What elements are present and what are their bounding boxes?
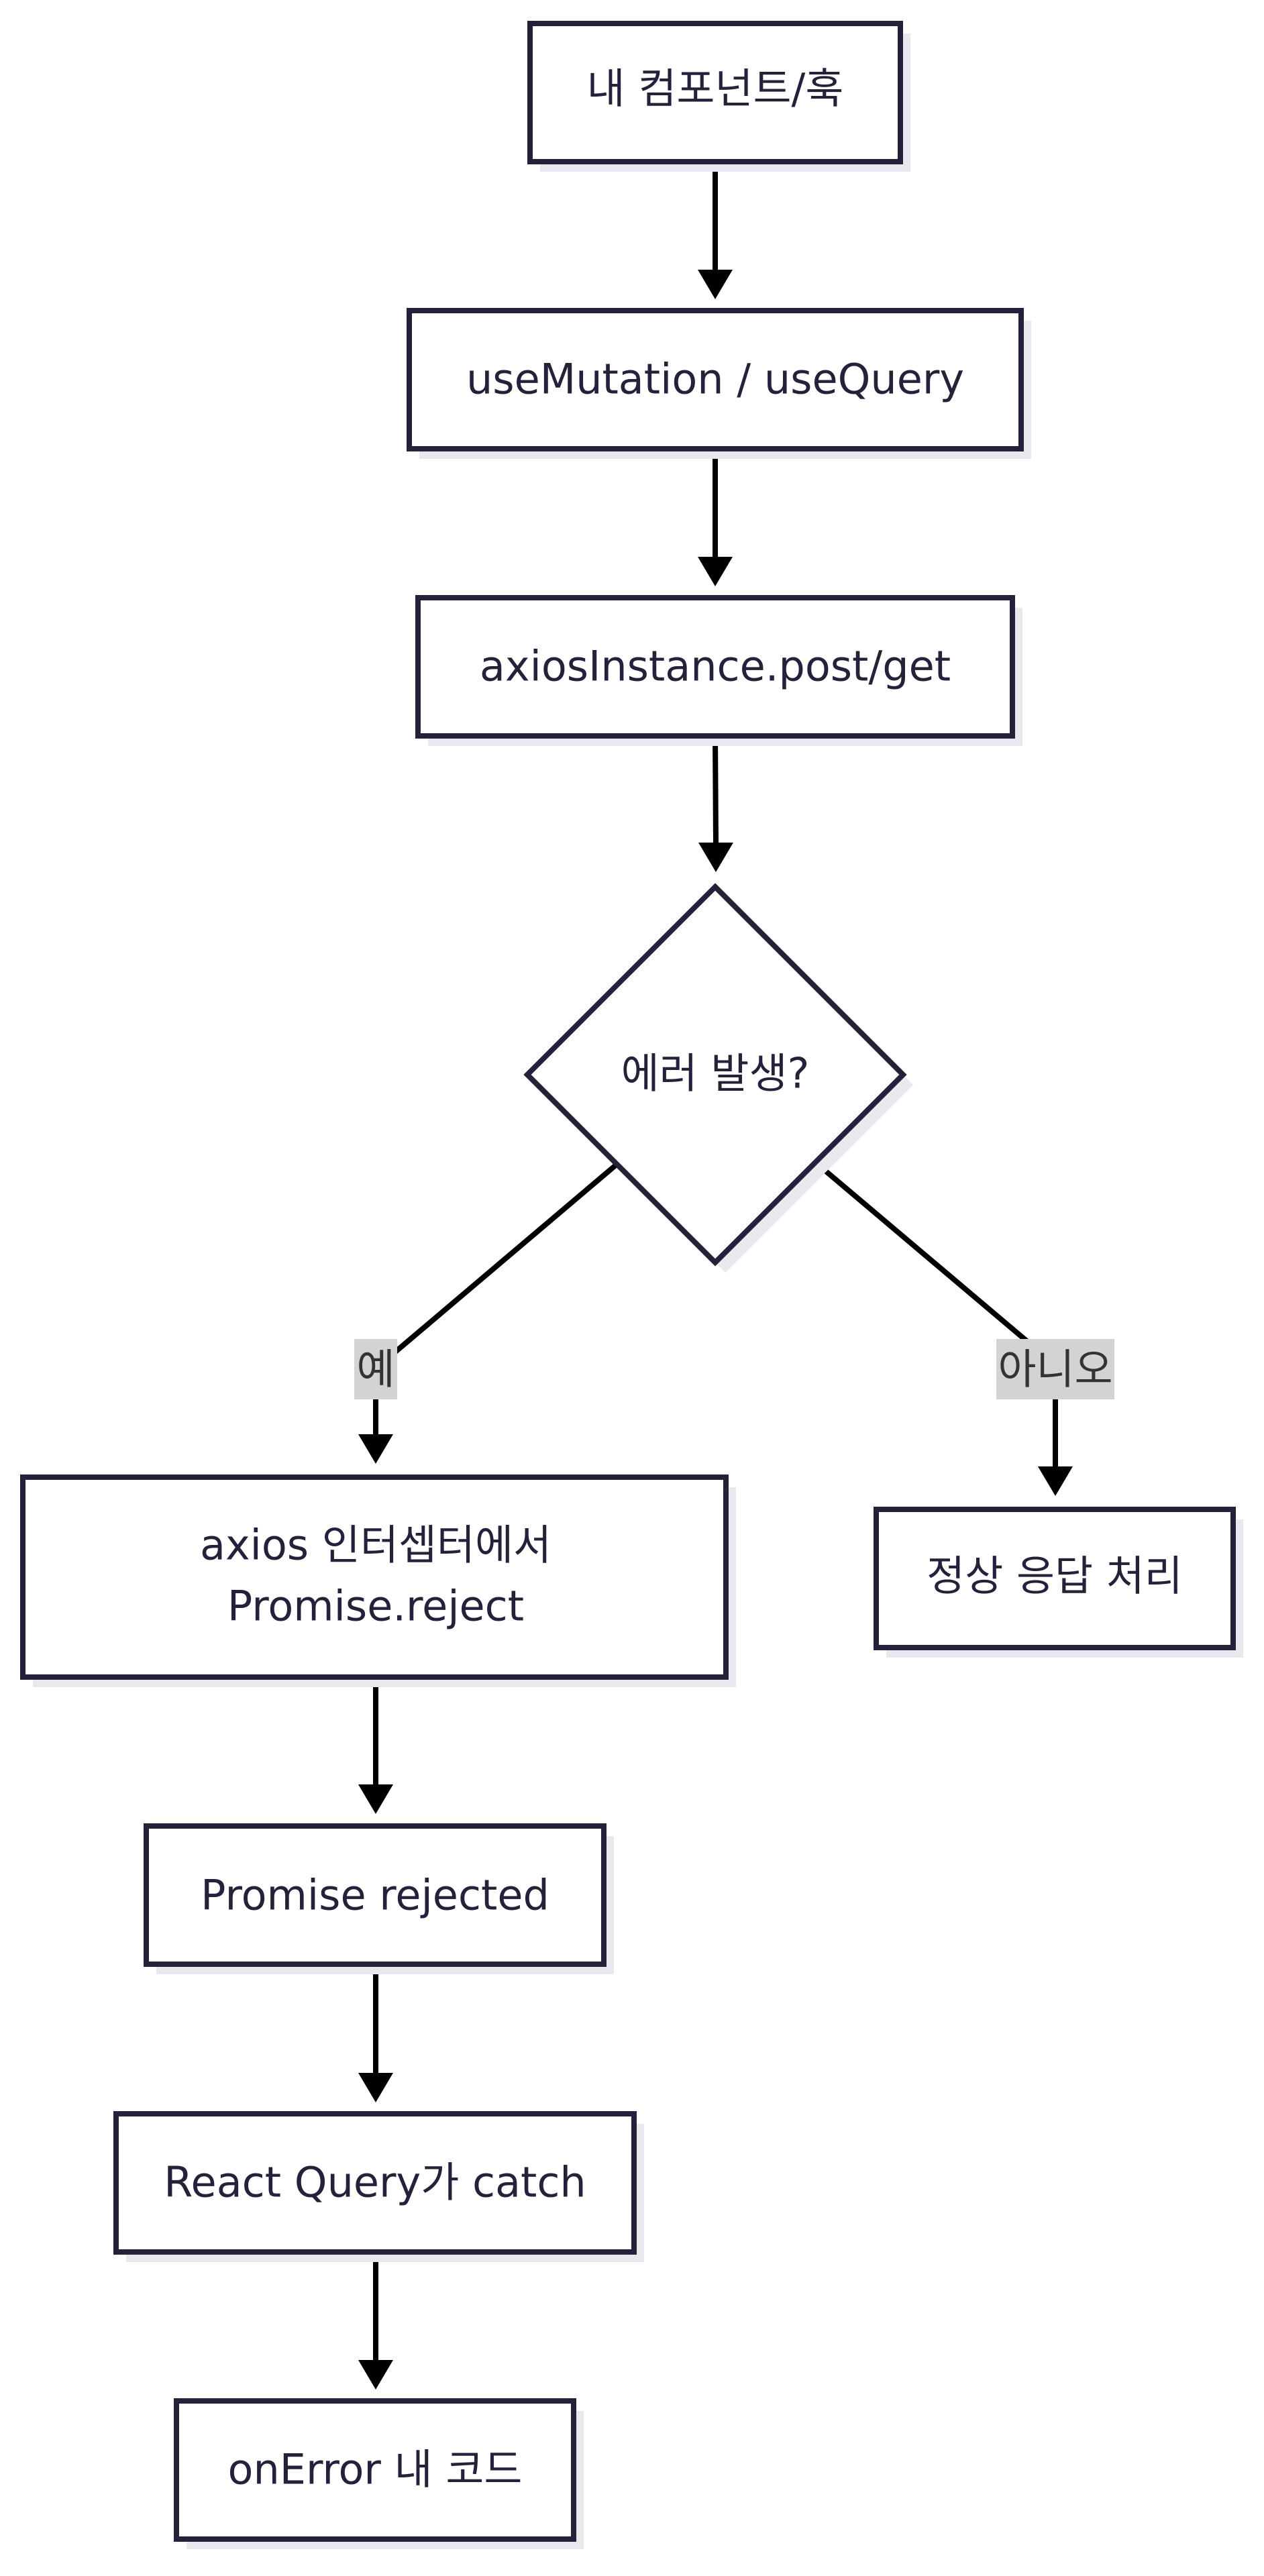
node-error-check-label: 에러 발생?: [621, 1049, 810, 1098]
arrowhead-usequery: [698, 270, 733, 299]
node-interceptor-reject-box: [20, 1474, 729, 1680]
edge-label-no-bg: [996, 1339, 1114, 1399]
edge-label-yes-bg: [354, 1339, 397, 1399]
edge-label-no-text: 아니오: [998, 1345, 1112, 1394]
node-react-query-catch-label: React Query가 catch: [164, 2158, 586, 2207]
node-normal-response-label: 정상 응답 처리: [927, 1552, 1183, 1601]
node-interceptor-reject-line1: axios 인터셉터에서: [200, 1521, 551, 1570]
node-normal-response-box: [874, 1507, 1236, 1650]
node-on-error-label: onError 내 코드: [228, 2445, 523, 2494]
node-use-query-box: [407, 308, 1024, 451]
edge-label-yes: 예: [354, 1339, 397, 1399]
node-axios-call: axiosInstance.post/get: [415, 595, 1022, 746]
node-promise-rejected-box: [144, 1823, 607, 1967]
node-interceptor-reject: axios 인터셉터에서 Promise.reject: [20, 1474, 736, 1687]
node-error-check: 에러 발생?: [523, 883, 913, 1273]
edges: [358, 161, 1073, 2390]
node-normal-response: 정상 응답 처리: [874, 1507, 1243, 1658]
node-axios-call-box: [415, 595, 1015, 739]
node-react-query-catch-box: [113, 2111, 637, 2255]
node-use-query: useMutation / useQuery: [407, 308, 1031, 459]
edge-decision-to-interceptor: [373, 1161, 619, 1434]
arrowhead-decision: [698, 843, 733, 872]
node-react-query-catch: React Query가 catch: [113, 2111, 644, 2262]
arrowhead-interceptor: [358, 1434, 393, 1464]
node-promise-rejected: Promise rejected: [144, 1823, 614, 1974]
edge-decision-to-normal: [815, 1161, 1058, 1466]
node-component: 내 컴포넌트/훅: [527, 21, 910, 172]
arrowhead-catch: [358, 2073, 393, 2102]
arrowhead-normal: [1038, 1466, 1073, 1496]
node-interceptor-reject-line2: Promise.reject: [227, 1582, 524, 1631]
node-error-check-box: [523, 883, 907, 1267]
edge-label-no: 아니오: [996, 1339, 1114, 1399]
edge-axios-to-decision: [713, 735, 719, 843]
arrowhead-rejected: [358, 1784, 393, 1814]
node-component-label: 내 컴포넌트/훅: [587, 64, 844, 113]
arrowhead-axios: [698, 557, 733, 586]
node-on-error-box: [174, 2398, 576, 2542]
node-use-query-label: useMutation / useQuery: [466, 355, 964, 404]
node-axios-call-label: axiosInstance.post/get: [480, 642, 951, 691]
node-promise-rejected-label: Promise rejected: [201, 1871, 549, 1920]
arrowhead-onerror: [358, 2360, 393, 2390]
node-component-box: [527, 21, 903, 164]
edge-label-yes-text: 예: [356, 1345, 394, 1394]
node-on-error: onError 내 코드: [174, 2398, 584, 2549]
